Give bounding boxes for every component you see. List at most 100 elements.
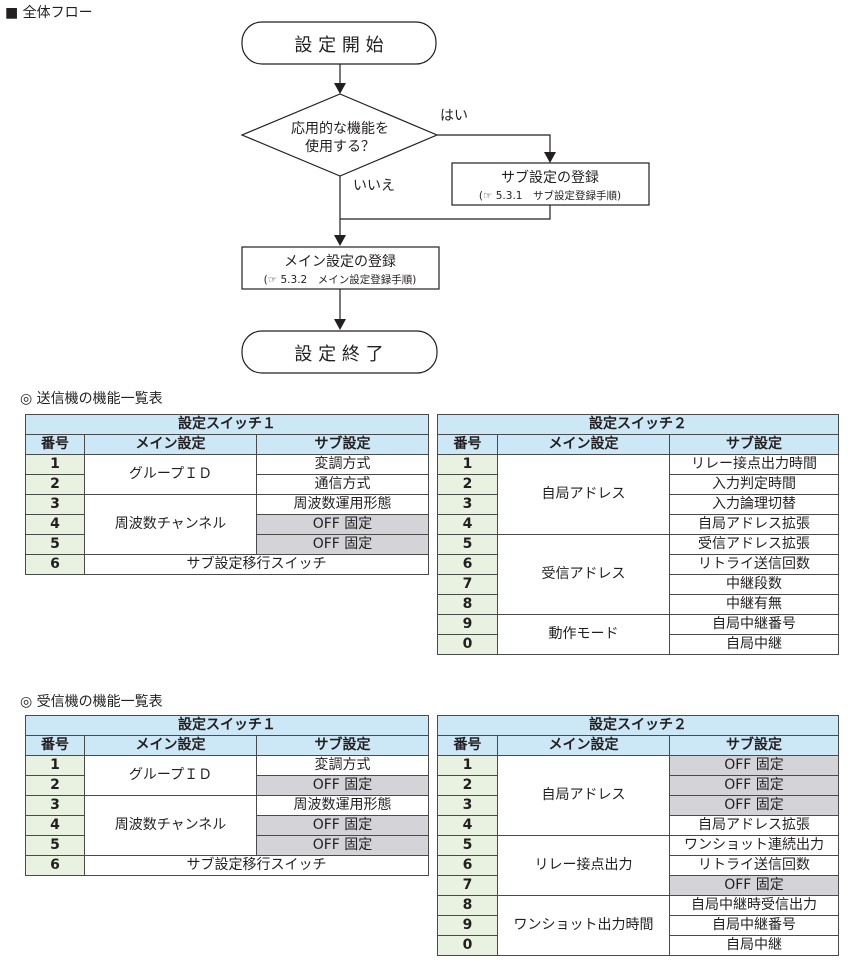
header-main: メイン設定 [84,434,257,455]
sub-setting: リトライ送信回数 [669,554,839,575]
table-row: 7 OFF 固定 [437,875,839,896]
row-number: 6 [437,855,498,876]
header-sub: サブ設定 [669,735,839,756]
main-box-ref: (☞ 5.3.2 メイン設定登録手順) [264,273,417,286]
row-number: 4 [25,815,85,836]
start-terminal [241,21,437,65]
sub-setting: ワンショット連続出力 [669,835,839,856]
row-number: 6 [25,855,85,876]
sub-setting: 自局中継 [669,634,839,655]
main-setting: グループＩＤ [84,755,257,796]
sub-box-title: サブ設定の登録 [501,169,599,186]
table-row: 3 周波数チャンネル 周波数運用形態 [25,795,429,856]
row-number: 4 [25,514,85,535]
main-setting: 周波数チャンネル [84,795,257,856]
sub-setting: 中継有無 [669,594,839,615]
yes-label: はい [440,108,468,124]
header-sub: サブ設定 [669,434,839,455]
table-row: 6 リトライ送信回数 [437,554,839,575]
start-label: 設 定 開 始 [294,35,383,56]
row-number: 4 [437,815,498,836]
main-setting: 周波数チャンネル [84,494,257,555]
row-number: 2 [25,775,85,796]
header-number: 番号 [25,735,85,756]
table-row: 2 OFF 固定 [437,775,839,796]
connector-line [437,134,551,153]
sub-mode-switch: サブ設定移行スイッチ [84,855,429,876]
row-number: 8 [437,594,498,615]
no-label: いいえ [353,178,395,194]
sub-setting-box [451,162,650,206]
row-number: 7 [437,875,498,896]
transmitter-heading: ◎ 送信機の機能一覧表 [20,391,163,407]
main-setting: ワンショット出力時間 [497,895,670,956]
row-number: 0 [437,634,498,655]
sub-setting: リトライ送信回数 [669,855,839,876]
table-row: 5 受信アドレス 受信アドレス拡張 [437,534,839,615]
sub-setting: OFF 固定 [669,795,839,816]
sub-setting: OFF 固定 [669,755,839,776]
flowchart: 設 定 開 始 応用的な機能を 使用する？ はい サブ設定の登録 (☞ 5.3.… [240,21,650,374]
sub-setting: 受信アドレス拡張 [669,534,839,555]
main-setting: リレー接点出力 [497,835,670,896]
header-sub: サブ設定 [256,735,429,756]
row-number: 2 [437,775,498,796]
table-row: 9 自局中継番号 [437,915,839,936]
sub-setting: 自局アドレス拡張 [669,514,839,535]
table-row: 1 グループＩＤ 変調方式 [25,755,429,796]
row-number: 3 [437,795,498,816]
receiver-heading: ◎ 受信機の機能一覧表 [20,694,163,710]
header-number: 番号 [437,434,498,455]
row-number: 5 [437,835,498,856]
table-row: 9 動作モード 自局中継番号 [437,614,839,655]
sub-setting: 自局中継 [669,935,839,956]
table-row: 4 自局アドレス拡張 [437,514,839,535]
sub-setting: OFF 固定 [256,514,429,535]
main-setting: 自局アドレス [497,454,670,535]
sub-mode-switch: サブ設定移行スイッチ [84,554,429,575]
decision-line2: 使用する？ [305,138,375,155]
row-number: 2 [437,474,498,495]
table-title: 設定スイッチ２ [437,715,839,736]
flow-heading: ■ 全体フロー [5,5,93,21]
sub-setting: 変調方式 [256,755,429,776]
table-title: 設定スイッチ１ [25,715,429,736]
table-row: 3 入力論理切替 [437,494,839,515]
table-row: 2 入力判定時間 [437,474,839,495]
arrowhead-icon [334,235,346,246]
row-number: 3 [437,494,498,515]
sub-setting: 通信方式 [256,474,429,495]
sub-setting: 中継段数 [669,574,839,595]
sub-setting: リレー接点出力時間 [669,454,839,475]
row-number: 5 [25,534,85,555]
row-number: 1 [437,454,498,475]
main-setting: 受信アドレス [497,534,670,615]
end-label: 設 定 終 了 [294,344,383,365]
row-number: 5 [25,835,85,856]
header-main: メイン設定 [497,735,670,756]
receiver-switch1-table: 設定スイッチ１ 番号 メイン設定 サブ設定 1 グループＩＤ 変調方式 2 OF… [25,715,429,876]
transmitter-switch1-table: 設定スイッチ１ 番号 メイン設定 サブ設定 1 グループＩＤ 変調方式 2 通信… [25,414,429,575]
row-number: 1 [25,755,85,776]
transmitter-switch2-table: 設定スイッチ２ 番号 メイン設定 サブ設定 1 自局アドレス リレー接点出力時間… [437,414,839,655]
row-number: 9 [437,614,498,635]
main-setting: 動作モード [497,614,670,655]
row-number: 3 [25,494,85,515]
table-row: 0 自局中継 [437,935,839,956]
main-setting: グループＩＤ [84,454,257,495]
receiver-switch2-table: 設定スイッチ２ 番号 メイン設定 サブ設定 1 自局アドレス OFF 固定 2 … [437,715,839,956]
table-row: 4 OFF 固定 [25,514,429,535]
table-title: 設定スイッチ１ [25,414,429,435]
row-number: 2 [25,474,85,495]
table-row: 6 サブ設定移行スイッチ [25,855,429,876]
sub-setting: 自局中継番号 [669,915,839,936]
sub-setting: OFF 固定 [256,815,429,836]
row-number: 8 [437,895,498,916]
table-row: 5 OFF 固定 [25,835,429,856]
table-row: 3 周波数チャンネル 周波数運用形態 [25,494,429,555]
header-number: 番号 [25,434,85,455]
main-setting-box [241,246,440,290]
arrowhead-icon [544,152,556,163]
table-row: 1 自局アドレス OFF 固定 [437,755,839,836]
arrowhead-icon [334,83,346,94]
